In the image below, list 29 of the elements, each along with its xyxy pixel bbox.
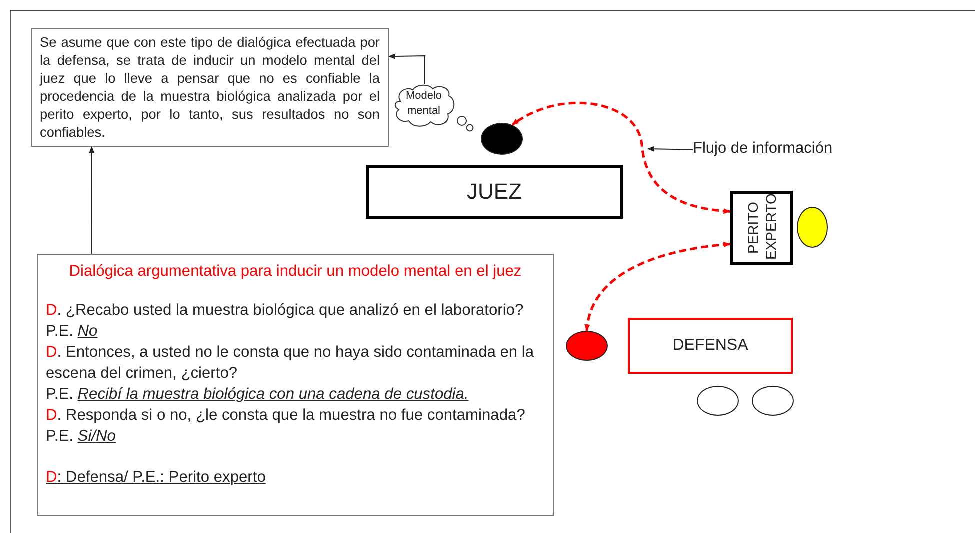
dialog-line: P.E. No	[46, 322, 99, 342]
arrow	[89, 146, 95, 254]
head-icon	[752, 386, 794, 416]
dialog-line: D: Defensa/ P.E.: Perito experto	[46, 468, 266, 488]
box-label: PERITO EXPERTO	[744, 196, 780, 260]
annotation-text: Flujo de información	[693, 140, 873, 162]
expert-box	[730, 191, 793, 265]
arrow	[512, 102, 731, 214]
head-icon	[697, 386, 739, 416]
head-icon	[797, 207, 828, 248]
judge-box	[366, 165, 623, 219]
dialog-line: D. Entonces, a usted no le consta que no haya sido contaminada en la escena del crimen, ¿cierto?	[46, 343, 536, 384]
defense-box	[628, 318, 793, 374]
box-label: DEFENSA	[672, 337, 748, 355]
dialog-line: D. Responda si o no, ¿le consta que la muestra no fue contaminada?	[46, 406, 526, 426]
cloud-text: Modelo mental	[404, 89, 444, 119]
dialog-line: D. ¿Recabo usted la muestra biológica que analizó en el laboratorio?	[46, 301, 525, 321]
head-icon	[566, 331, 608, 361]
box-label: JUEZ	[467, 179, 522, 205]
note-text: Se asume que con este tipo de dialógica efectuada por la defensa, se trata de inducir un modelo mental del juez que lo lleve a pensar que no es confiable la procedencia de la muestra biológica analizada por el perito experto, por lo tanto, sus resultados no son confiables.	[40, 34, 380, 142]
head-icon	[481, 123, 523, 155]
dialog-line: P.E. Si/No	[46, 427, 117, 447]
dialog-box	[37, 254, 554, 516]
thought-cloud	[393, 84, 457, 128]
arrow	[388, 54, 426, 84]
dialog-heading: Dialógica argumentativa para inducir un modelo mental en el juez	[68, 262, 523, 282]
leader-line	[647, 146, 694, 152]
dialog-line: P.E. Recibí la muestra biológica con una cadena de custodia.	[46, 385, 470, 405]
arrow	[585, 242, 731, 332]
